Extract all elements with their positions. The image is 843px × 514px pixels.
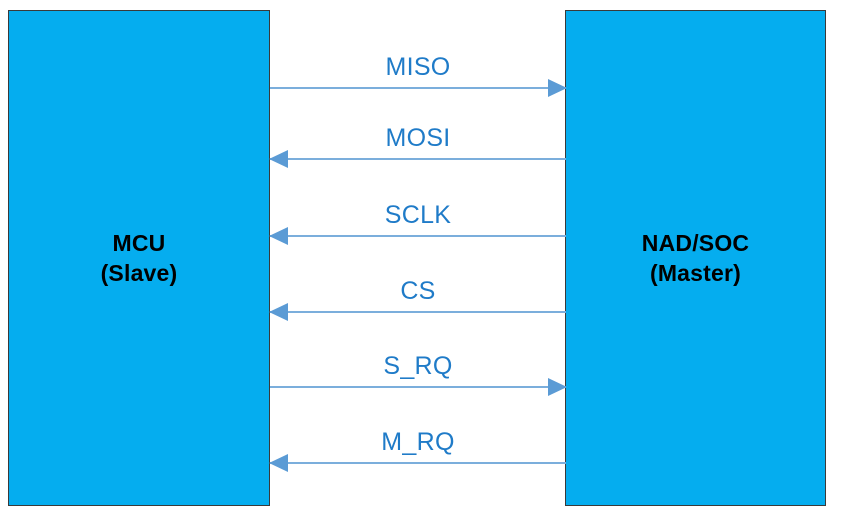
arrow-left-icon — [269, 150, 288, 168]
node-nad-role: (Master) — [649, 260, 742, 286]
node-nad-title: NAD/SOC — [641, 229, 750, 256]
arrow-right-icon — [548, 79, 567, 97]
signal-label-sclk: SCLK — [384, 201, 452, 229]
signal-line-miso — [270, 87, 566, 89]
node-mcu-role: (Slave) — [100, 260, 178, 286]
arrow-left-icon — [269, 454, 288, 472]
signal-line-cs — [270, 311, 566, 313]
arrow-right-icon — [548, 378, 567, 396]
signal-label-cs: CS — [400, 277, 436, 305]
signal-line-sclk — [270, 235, 566, 237]
node-nad[interactable]: NAD/SOC (Master) — [565, 10, 826, 506]
signal-label-s_rq: S_RQ — [383, 352, 453, 380]
signal-line-mosi — [270, 158, 566, 160]
node-mcu[interactable]: MCU (Slave) — [8, 10, 270, 506]
signal-label-miso: MISO — [385, 53, 451, 81]
signal-label-mosi: MOSI — [385, 124, 451, 152]
signal-label-m_rq: M_RQ — [381, 428, 455, 456]
arrow-left-icon — [269, 227, 288, 245]
signal-line-m_rq — [270, 462, 566, 464]
signal-line-s_rq — [270, 386, 566, 388]
arrow-left-icon — [269, 303, 288, 321]
node-mcu-title: MCU — [112, 229, 166, 256]
